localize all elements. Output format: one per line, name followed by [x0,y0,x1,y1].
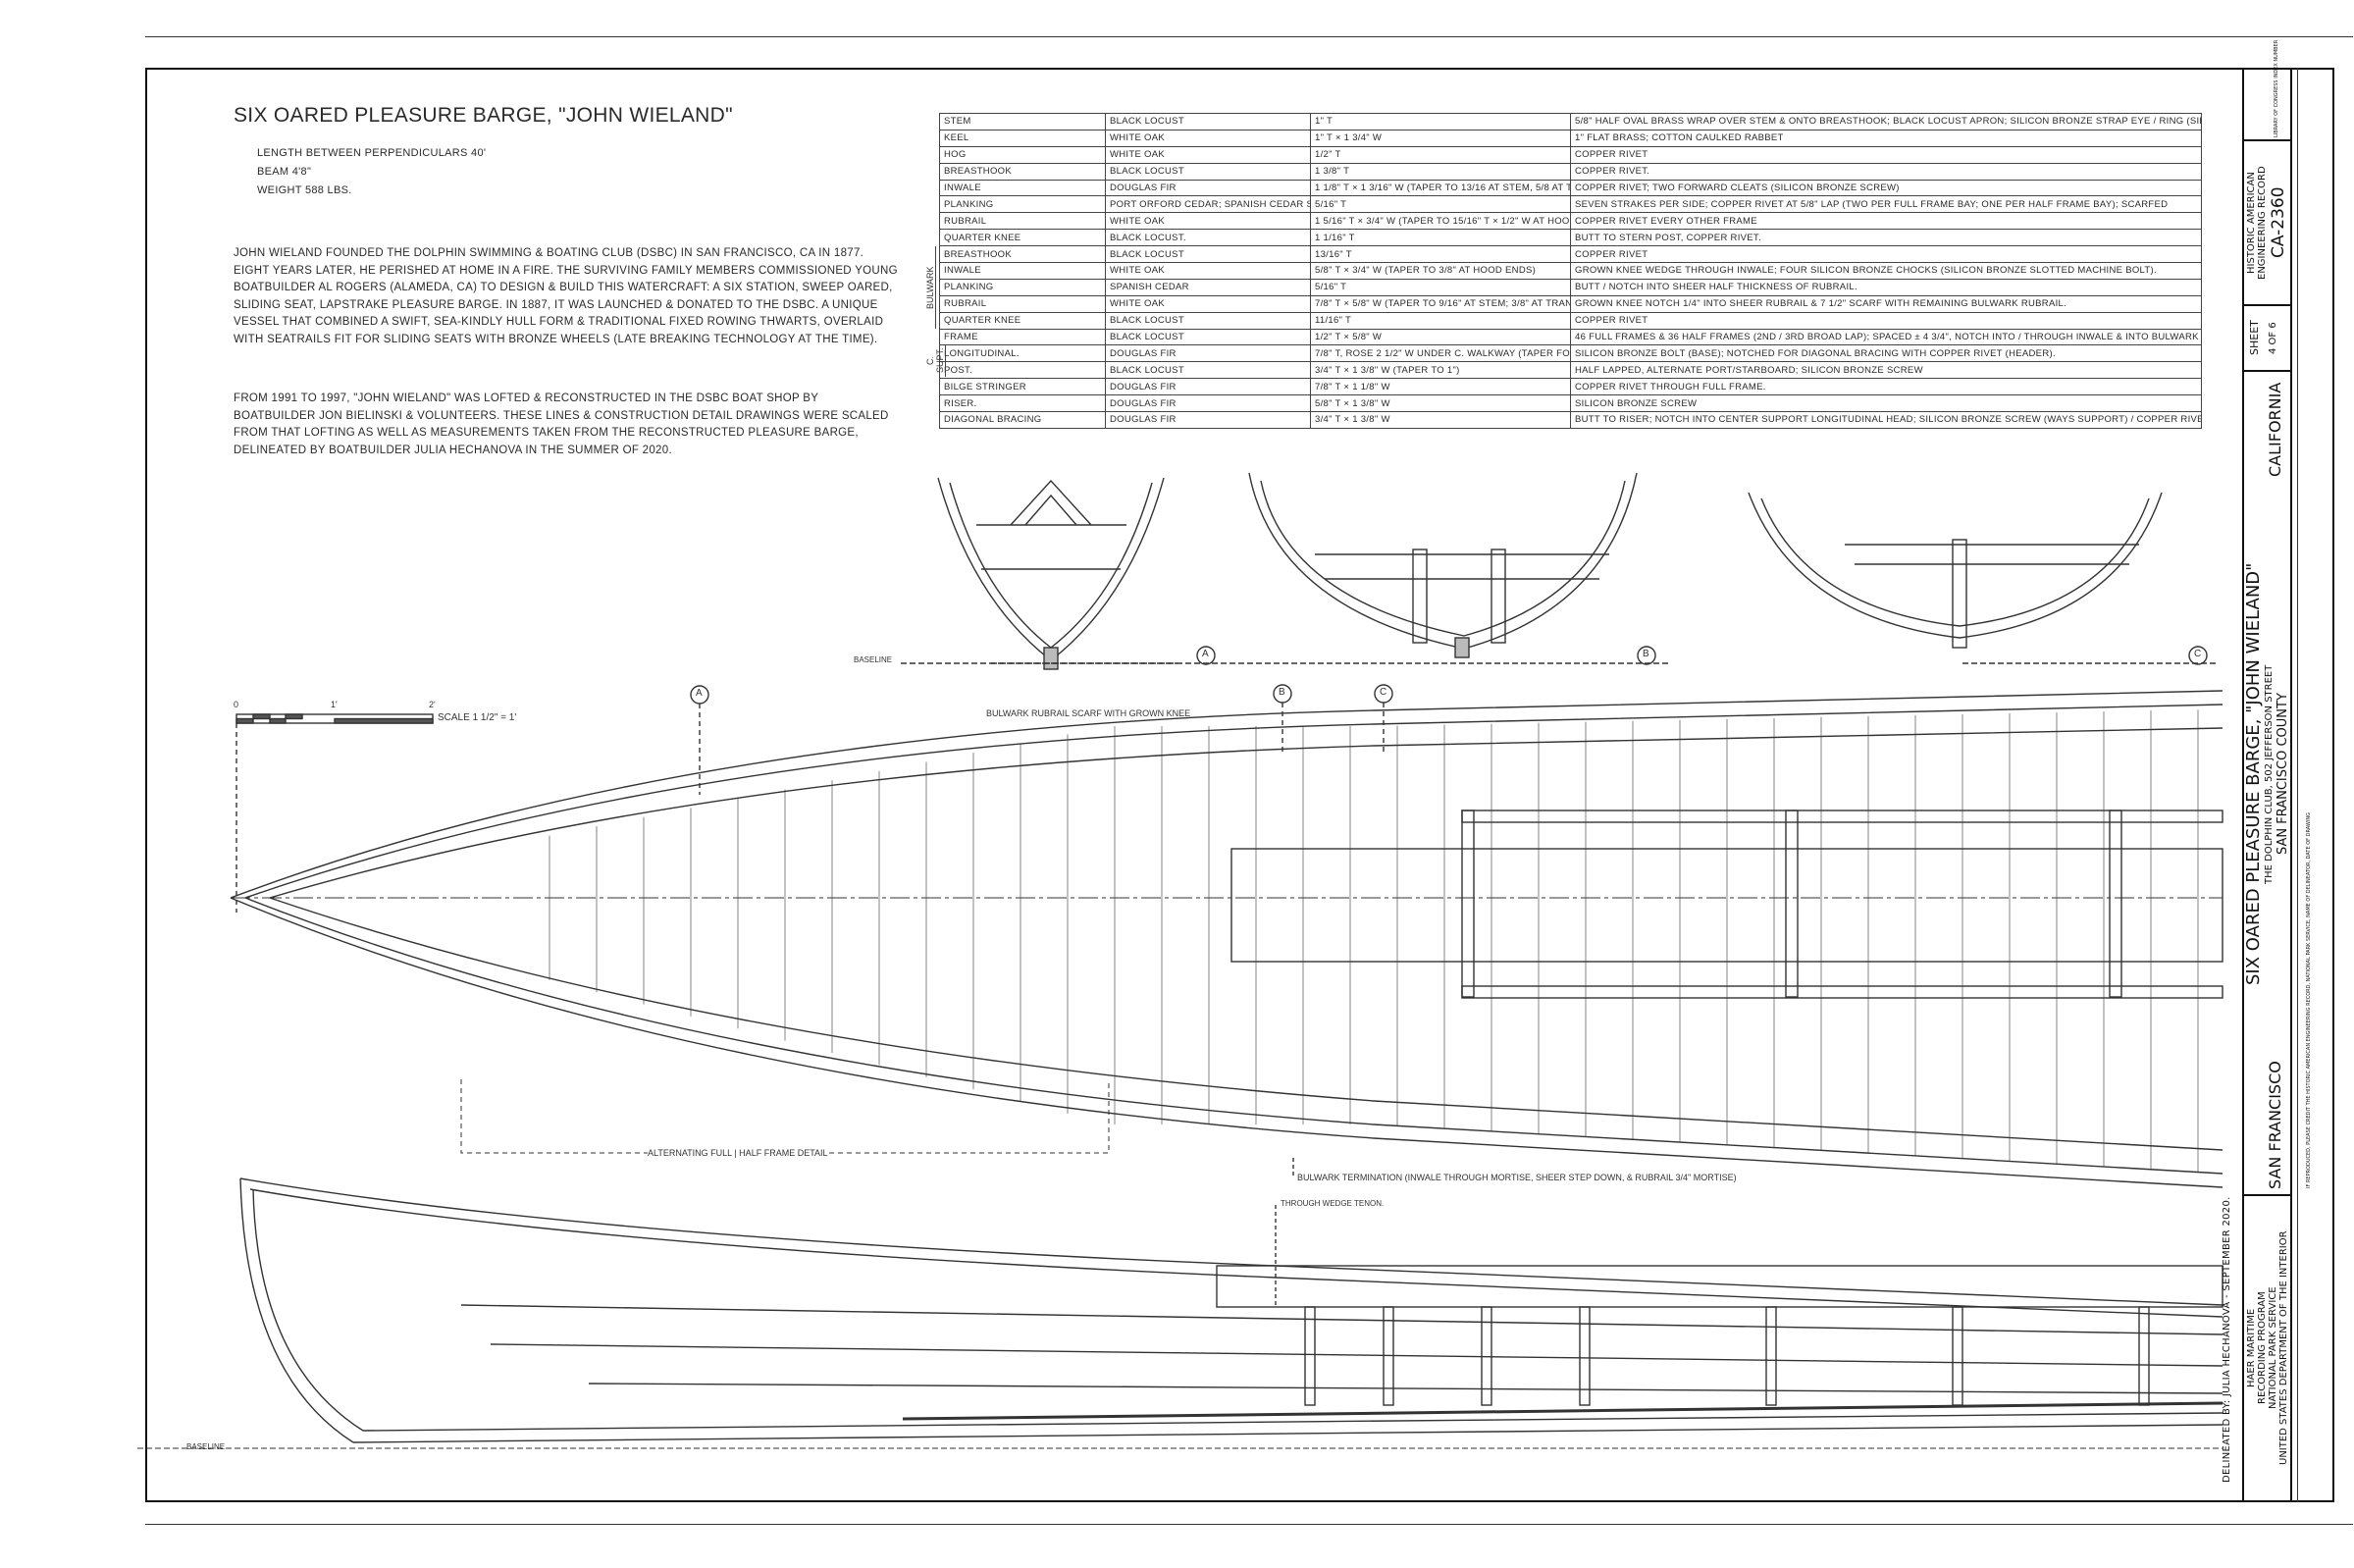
library-index-label: LIBRARY OF CONGRESS INDEX NUMBER [2274,39,2279,137]
haer-label-1: HISTORIC AMERICAN [2246,172,2257,274]
baseline-label-sections: BASELINE [854,655,893,664]
wedge-tenon-note: THROUGH WEDGE TENON. [1281,1199,1385,1208]
haer-box: HISTORIC AMERICAN ENGINEERING RECORD CA-… [2242,139,2292,306]
plan-view-drawing [230,690,2223,1188]
project-address: THE DOLPHIN CLUB, 502 JEFFERSON STREET [2264,664,2275,884]
history-paragraph: JOHN WIELAND FOUNDED THE DOLPHIN SWIMMIN… [234,247,898,345]
bulwark-termination-note: BULWARK TERMINATION (INWALE THROUGH MORT… [1297,1173,1737,1182]
center-support-post [1304,1306,1316,1406]
agency-line-2: RECORDING PROGRAM [2257,1291,2268,1405]
project-county: SAN FRANCISCO COUNTY [2276,693,2290,856]
scale-text: SCALE 1 1/2" = 1' [438,712,517,723]
agency-box: HAER MARITIME RECORDING PROGRAM NATIONAL… [2242,1194,2292,1502]
center-support-post [1579,1306,1591,1406]
rubrail-scarf-note: BULWARK RUBRAIL SCARF WITH GROWN KNEE [986,708,1191,718]
top-trim-line [145,36,2353,37]
spec-weight: WEIGHT 588 LBS. [257,184,352,196]
state-name: CALIFORNIA [2266,382,2284,478]
reproduction-credit: IF REPRODUCED, PLEASE CREDIT THE HISTORI… [2306,812,2312,1189]
agency-line-4: UNITED STATES DEPARTMENT OF THE INTERIOR [2278,1230,2289,1466]
sheet-number: 4 OF 6 [2268,322,2278,354]
section-c-drawing [1748,492,2218,664]
sheet-title: SIX OARED PLEASURE BARGE, "JOHN WIELAND" [234,104,733,127]
schedule-cell-fastening: BUTT TO RISER; NOTCH INTO CENTER SUPPORT… [1570,411,2202,429]
center-support-post [1383,1306,1394,1406]
scale-label-1: 1' [331,700,338,709]
section-b-label: B [1643,649,1649,659]
section-marker-b: B [1279,687,1285,698]
reconstruction-paragraph: FROM 1991 TO 1997, "JOHN WIELAND" WAS LO… [234,392,889,456]
sheet-box: SHEET 4 OF 6 [2242,304,2292,372]
section-a-drawing [901,477,1177,670]
scale-label-0: 0 [234,700,239,709]
project-title-box: CALIFORNIA SIX OARED PLEASURE BARGE, "JO… [2242,370,2292,1196]
agency-line-1: HAER MARITIME [2246,1308,2257,1388]
drawing-frame [145,68,2334,1502]
baseline-label-profile: BASELINE [186,1442,226,1451]
bottom-trim-line [145,1524,2353,1525]
credit-strip-line [2297,68,2298,1502]
section-c-label: C [2194,649,2202,659]
haer-label-2: ENGINEERING RECORD [2257,166,2268,280]
section-marker-a: A [696,688,703,699]
profile-view-drawing [137,1177,2223,1449]
agency-line-3: NATIONAL PARK SERVICE [2268,1286,2278,1410]
frame-detail-note: ALTERNATING FULL | HALF FRAME DETAIL [648,1148,828,1158]
spec-length: LENGTH BETWEEN PERPENDICULARS 40' [257,147,487,159]
library-box: LIBRARY OF CONGRESS INDEX NUMBER [2242,39,2292,141]
center-support-post [1481,1306,1492,1406]
delineator-credit: DELINEATED BY: JULIA HECHANOVA - SEPTEMB… [2222,1196,2232,1483]
project-title: SIX OARED PLEASURE BARGE, "JOHN WIELAND" [2243,562,2264,986]
haer-number: CA-2360 [2269,186,2288,259]
project-city: SAN FRANCISCO [2266,1061,2284,1189]
section-a-label: A [1202,649,1209,659]
spec-beam: BEAM 4'8" [257,166,312,178]
center-support-post [1952,1306,1963,1406]
section-marker-c: C [1380,687,1387,698]
sheet-label: SHEET [2248,320,2261,356]
scale-label-2: 2' [429,700,436,709]
scale-bar [235,713,434,913]
section-b-drawing [991,472,1668,664]
center-support-post [1765,1306,1777,1406]
center-support-post [2138,1306,2150,1406]
